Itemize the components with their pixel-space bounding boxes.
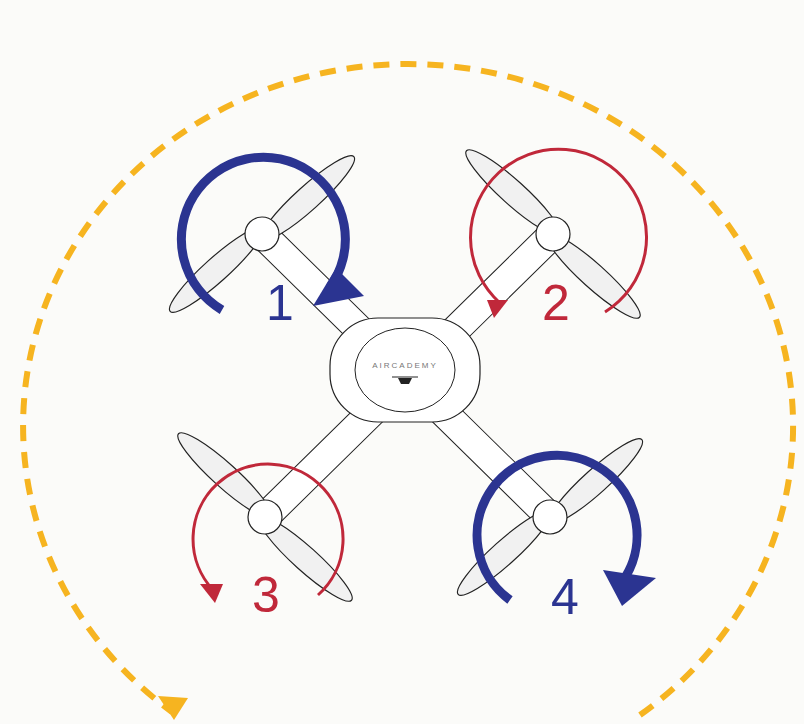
- rotation-arrowhead: [200, 584, 223, 603]
- brand-watermark: AIRCADEMY: [372, 362, 438, 370]
- propellers: [162, 142, 653, 609]
- motor-hubs: [245, 217, 570, 534]
- callout-number: 2: [542, 278, 570, 328]
- rotation-arrow: [181, 157, 345, 310]
- callout-number: 3: [252, 570, 280, 620]
- callout-number: 1: [266, 278, 294, 328]
- rotation-arrowhead: [487, 300, 508, 318]
- rotation-arrowhead: [603, 570, 656, 606]
- rotation-arrowhead: [313, 268, 364, 306]
- drone-body: [330, 318, 480, 422]
- yaw-arrowhead: [158, 696, 188, 720]
- yaw-circle: [23, 64, 793, 715]
- callout-number: 4: [551, 572, 579, 622]
